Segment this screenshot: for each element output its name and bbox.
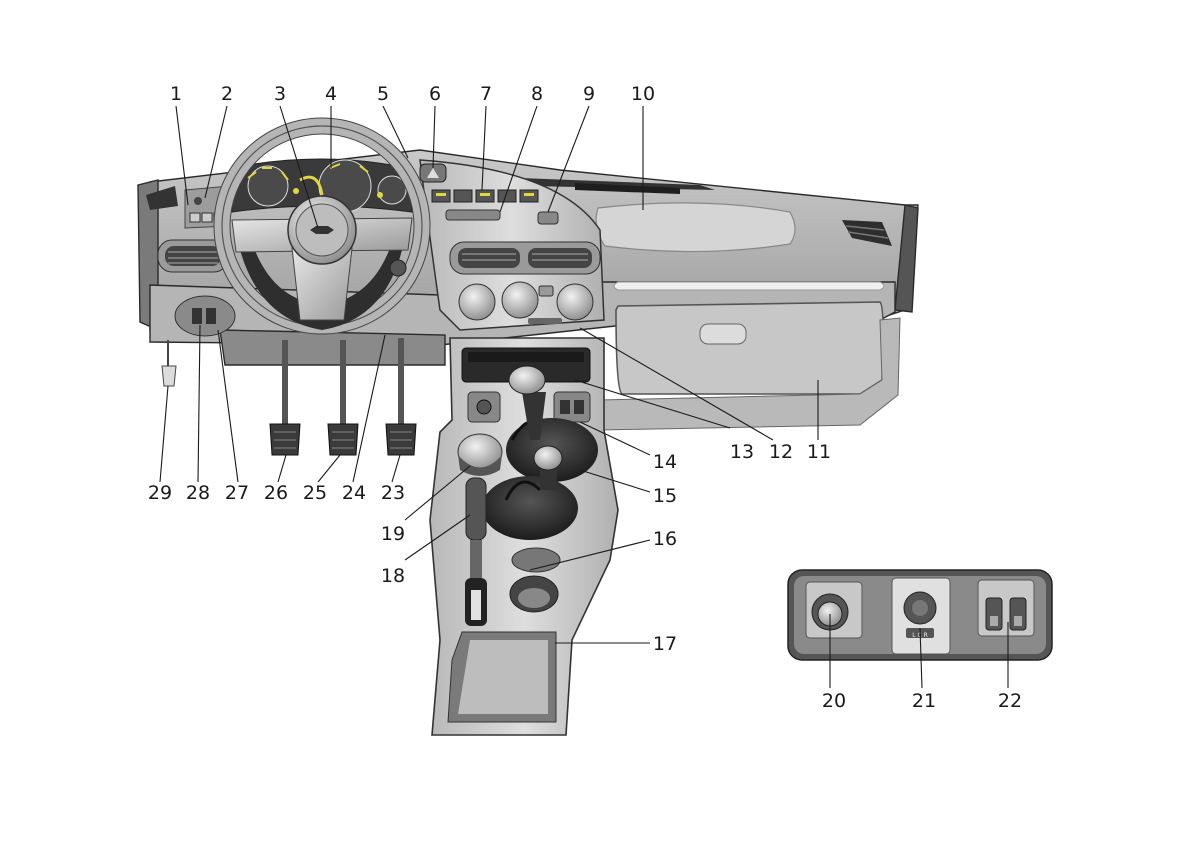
clock-panel[interactable]	[537, 211, 559, 225]
callout-13: 13	[730, 441, 754, 463]
gear-shift-knob[interactable]	[508, 365, 546, 440]
callout-21: 21	[912, 690, 936, 712]
hazard-button[interactable]	[419, 163, 447, 183]
callout-1: 1	[170, 83, 182, 105]
callout-19: 19	[381, 523, 405, 545]
headlight-switch[interactable]	[189, 212, 201, 223]
inset-lighter[interactable]	[805, 581, 863, 639]
diff-lock-switch[interactable]	[560, 400, 570, 414]
callout-3: 3	[274, 83, 286, 105]
callout-17: 17	[653, 633, 677, 655]
callout-25: 25	[303, 482, 327, 504]
callout-2: 2	[221, 83, 233, 105]
callout-29: 29	[148, 482, 172, 504]
callout-23: 23	[381, 482, 405, 504]
callout-10: 10	[631, 83, 655, 105]
callout-4: 4	[325, 83, 337, 105]
callout-20: 20	[822, 690, 846, 712]
callout-9: 9	[583, 83, 595, 105]
callout-12: 12	[769, 441, 793, 463]
callout-numbers: 1 2 3 4 5 6 7 8 9 10 11 12 13 14 15 16 1…	[148, 83, 1022, 712]
glove-box[interactable]	[615, 301, 884, 395]
center-switch-row[interactable]	[431, 189, 539, 203]
center-console-lower	[429, 337, 619, 736]
callout-15: 15	[653, 485, 677, 507]
right-side-vent	[842, 220, 892, 246]
pedals[interactable]	[269, 338, 417, 456]
brand-emblem	[310, 226, 334, 234]
callout-14: 14	[653, 451, 677, 473]
mirror-switch[interactable]	[192, 308, 202, 324]
fuel-gauge	[377, 175, 407, 205]
callout-24: 24	[342, 482, 366, 504]
callout-8: 8	[531, 83, 543, 105]
transfer-case-switch[interactable]	[574, 400, 584, 414]
callout-22: 22	[998, 690, 1022, 712]
headlight-range-switch[interactable]	[201, 212, 213, 223]
radio-slot[interactable]	[445, 209, 501, 221]
cigarette-lighter[interactable]	[476, 399, 492, 415]
steering-wheel[interactable]	[213, 117, 431, 335]
inset-switch-panel: L C R	[787, 569, 1053, 661]
passenger-airbag-panel	[595, 202, 796, 253]
inset-switch-pair[interactable]	[977, 579, 1035, 637]
lower-left-switch-block	[174, 295, 236, 337]
callout-11: 11	[807, 441, 831, 463]
parking-brake-lever[interactable]	[457, 433, 503, 626]
center-console-upper	[419, 159, 605, 331]
transfer-case-knob[interactable]	[533, 445, 563, 490]
callout-27: 27	[225, 482, 249, 504]
callout-26: 26	[264, 482, 288, 504]
hood-release-lever[interactable]	[161, 340, 177, 387]
window-switch[interactable]	[206, 308, 216, 324]
callout-18: 18	[381, 565, 405, 587]
console-storage-tray[interactable]	[447, 631, 557, 723]
callout-28: 28	[186, 482, 210, 504]
ignition-switch[interactable]	[389, 259, 407, 277]
climate-controls[interactable]	[458, 281, 594, 324]
left-air-vent[interactable]	[157, 239, 229, 273]
callout-16: 16	[653, 528, 677, 550]
callout-6: 6	[429, 83, 441, 105]
glove-box-handle[interactable]	[699, 323, 747, 345]
leader-lines	[159, 105, 1009, 689]
central-air-vents[interactable]	[449, 241, 601, 275]
transfer-lever-boot	[482, 476, 578, 540]
inset-mode-knob[interactable]: L C R	[891, 577, 951, 655]
callout-7: 7	[480, 83, 492, 105]
tachometer	[247, 165, 289, 207]
callout-5: 5	[377, 83, 389, 105]
